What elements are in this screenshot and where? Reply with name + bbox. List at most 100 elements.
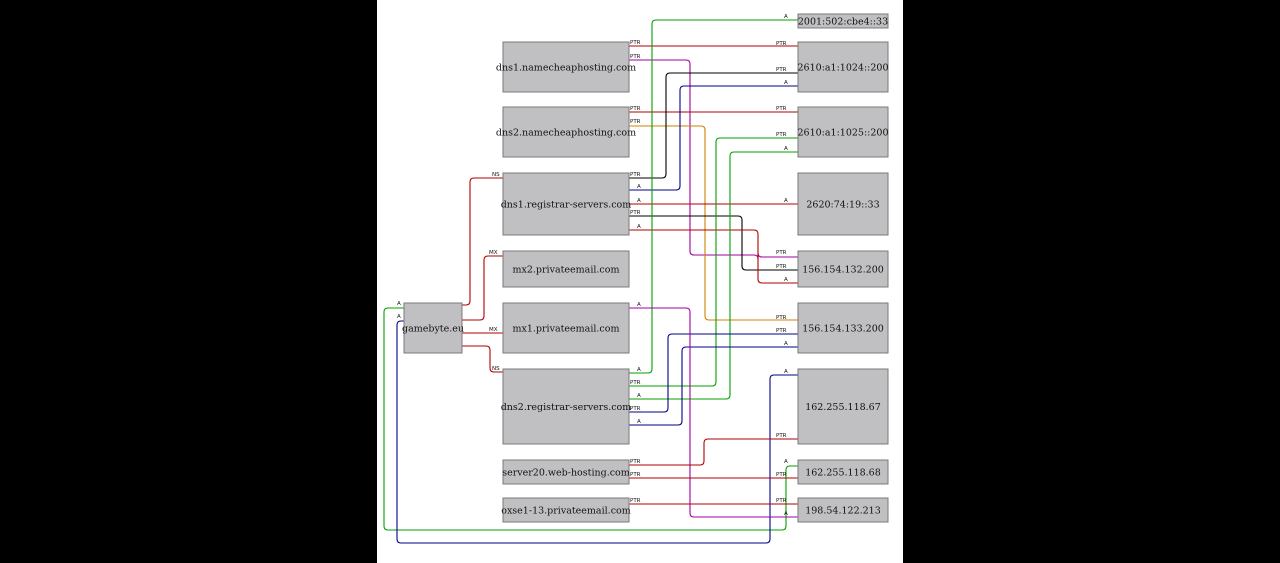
edge-rs2-a-ip3 [629,151,798,400]
edge-label-rs1-a-ip2: A [637,184,641,190]
edge-label-root-ns-rs1: NS [492,172,500,178]
node-ns1: dns1.namecheaphosting.com [496,41,636,93]
edge-label-ip2-a-in: A [784,80,788,86]
edge-label-ns1-ptr-ip5: PTR [630,54,641,60]
edge-rs2-ptr-ip6 [629,333,798,413]
edge-label-rs2-ptr-ip3: PTR [630,380,641,386]
edge-label-ns1-ptr-ip2: PTR [630,40,641,46]
edge-root-a-ip7 [396,320,798,544]
edge-root-ns-rs1 [462,177,503,306]
edge-label-ns2-ptr-ip3: PTR [630,106,641,112]
edge-label-rs2-a-ip6: A [637,419,641,425]
node-box-rs2 [502,368,630,445]
edge-label-layer: NSMXMXNSAAPTRPTRPTRPTRPTRAAPTRAAPTRAPTRA… [397,14,788,517]
edge-label-ip3-a-in: A [784,146,788,152]
edge-label-rs1-ptr-ip2: PTR [630,172,641,178]
node-rs2: dns2.registrar-servers.com [501,368,632,445]
node-label-mx1: mx1.privateemail.com [512,324,619,335]
edge-label-ip6-a-in: A [784,341,788,347]
node-rs1: dns1.registrar-servers.com [501,172,632,236]
node-box-ip4 [797,172,889,236]
node-ip7: 162.255.118.67 [797,368,889,445]
node-box-ip7 [797,368,889,445]
node-box-ns1 [502,41,630,93]
edge-label-ip2-ptr-in: PTR [776,41,787,47]
edge-label-rs2-ptr-ip6: PTR [630,406,641,412]
edge-label-rs2-a-ip1: A [637,367,641,373]
edge-label-ip5-ptr-in2: PTR [776,264,787,270]
node-ns2: dns2.namecheaphosting.com [496,106,636,158]
node-box-ip8 [797,459,889,485]
edge-label-ip3-ptr-in2: PTR [776,132,787,138]
edge-root-a-ip8 [383,307,798,531]
edge-label-ip7-ptr-in: PTR [776,433,787,439]
edge-label-ip6-ptr-in2: PTR [776,328,787,334]
edge-label-ip8-ptr-in: PTR [776,472,787,478]
node-ip1: 2001:502:cbe4::33 [797,13,889,29]
node-ip6: 156.154.133.200 [797,302,889,354]
node-label-oxs: oxse1-13.privateemail.com [501,506,631,517]
node-label-rs1: dns1.registrar-servers.com [501,200,632,211]
node-label-rs2: dns2.registrar-servers.com [501,402,632,413]
edge-label-rs2-a-ip3: A [637,393,641,399]
node-label-ip6: 156.154.133.200 [802,324,884,335]
node-box-ip3 [797,106,889,158]
node-oxs: oxse1-13.privateemail.com [501,497,631,523]
edge-mx1-a-ip9 [629,307,798,518]
node-srv: server20.web-hosting.com [502,459,630,485]
node-box-rs1 [502,172,630,236]
edge-label-ip8-a-in: A [784,459,788,465]
edge-label-srv-ptr-ip7: PTR [630,459,641,465]
edge-label-root-mx-mx2: MX [489,250,498,256]
edge-rs1-a-ip2 [629,85,798,191]
edge-label-ip5-ptr-in: PTR [776,250,787,256]
edge-rs1-ptr-ip2 [629,72,798,179]
node-box-ip6 [797,302,889,354]
node-box-ip2 [797,41,889,93]
edge-label-ip5-a-in: A [784,277,788,283]
edge-label-ip3-ptr-in: PTR [776,106,787,112]
node-box-ip1 [797,13,889,29]
edge-ns2-ptr-ip6 [629,125,798,321]
node-label-ip8: 162.255.118.68 [805,468,881,479]
node-layer: gamebyte.eu dns1.namecheaphosting.com dns2… [402,13,889,523]
edge-ns1-ptr-ip5 [629,59,798,260]
node-label-ip9: 198.54.122.213 [805,506,881,517]
node-label-root: gamebyte.eu [402,324,464,335]
edge-label-srv-ptr-ip8: PTR [630,472,641,478]
node-label-ip3: 2610:a1:1025::200 [798,128,889,139]
edge-label-rs1-a-ip4: A [637,198,641,204]
node-label-ns2: dns2.namecheaphosting.com [496,128,636,139]
edge-label-rs1-ptr-ip5: PTR [630,210,641,216]
edge-rs2-ptr-ip3 [629,137,798,387]
node-label-ip5: 156.154.132.200 [802,265,884,276]
edge-rs1-a-ip5 [629,229,798,284]
edge-label-ip6-ptr-in: PTR [776,315,787,321]
node-ip5: 156.154.132.200 [797,250,889,288]
edge-label-ip9-ptr-in: PTR [776,498,787,504]
node-box-ip9 [797,497,889,523]
edge-rs2-a-ip1 [629,19,798,374]
edge-label-ip2-ptr-in2: PTR [776,67,787,73]
node-root: gamebyte.eu [402,302,464,354]
edge-srv-ptr-ip7 [629,438,798,466]
edge-label-mx1-a-ip9: A [637,302,641,308]
edge-label-ip9-a-in: A [784,511,788,517]
edge-rs2-a-ip6 [629,346,798,426]
node-label-mx2: mx2.privateemail.com [512,265,619,276]
edge-label-root-a-ip7: A [397,314,401,320]
node-label-ip1: 2001:502:cbe4::33 [798,17,888,28]
node-label-srv: server20.web-hosting.com [502,468,630,479]
edge-root-ns-rs2 [462,345,503,373]
edge-label-ns2-ptr-ip6: PTR [630,119,641,125]
edge-root-mx-mx2 [462,255,503,321]
edge-label-root-ns-rs2: NS [492,366,500,372]
node-label-ip2: 2610:a1:1024::200 [798,63,889,74]
node-box-mx2 [502,250,630,288]
node-mx2: mx2.privateemail.com [502,250,630,288]
edge-label-ip7-a-in: A [784,369,788,375]
edge-label-rs1-a-ip5: A [637,224,641,230]
edge-label-ip4-a-in: A [784,198,788,204]
